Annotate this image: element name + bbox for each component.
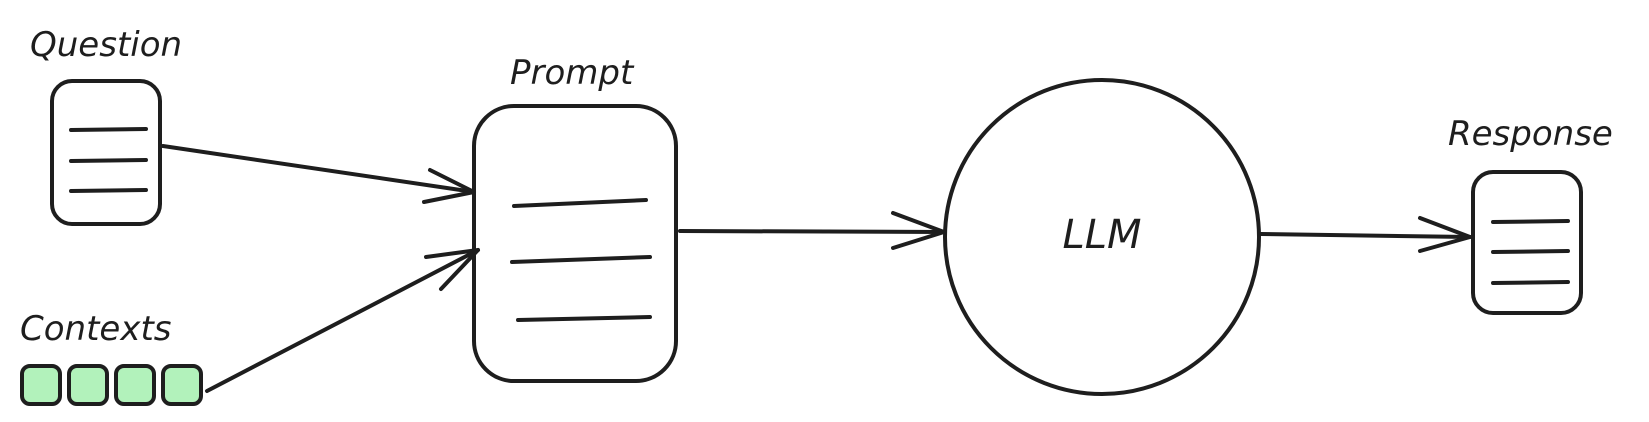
context-block	[161, 364, 203, 406]
llm-label: LLM	[1062, 212, 1141, 258]
arrow-question-to-prompt	[161, 144, 476, 204]
context-block	[20, 364, 62, 406]
context-block	[67, 364, 109, 406]
arrow-llm-to-response	[1259, 216, 1472, 253]
question-label: Question	[30, 25, 182, 65]
response-label: Response	[1448, 114, 1613, 154]
contexts-label: Contexts	[20, 309, 172, 349]
question-document-icon	[50, 79, 162, 226]
llm-node	[943, 78, 1261, 396]
contexts-blocks	[20, 364, 203, 406]
arrow-contexts-to-prompt	[205, 248, 480, 393]
context-block	[114, 364, 156, 406]
prompt-label: Prompt	[510, 53, 635, 93]
arrow-prompt-to-llm	[678, 211, 946, 250]
response-document-icon	[1471, 170, 1583, 315]
prompt-document-icon	[472, 104, 678, 383]
